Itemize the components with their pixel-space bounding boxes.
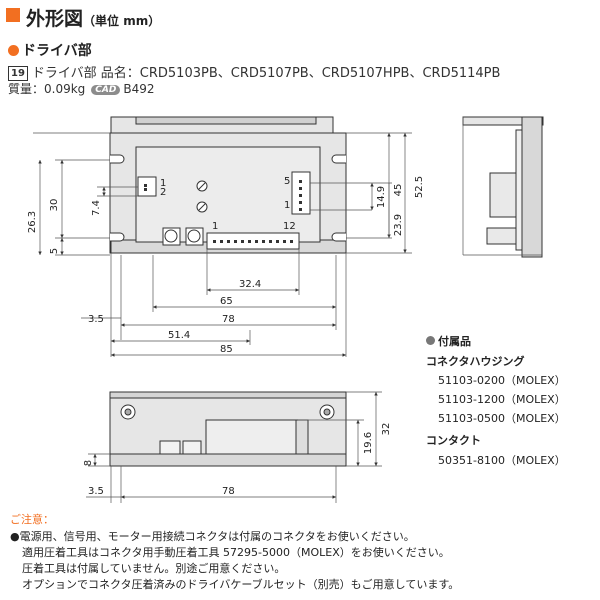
- dim-51-4: 51.4: [168, 330, 190, 341]
- side-view: [462, 116, 544, 258]
- contact-part-1: 50351-8100（MOLEX）: [438, 454, 566, 467]
- note-line-4: オプションでコネクタ圧着済みのドライバケーブルセット（別売）もご用意しています。: [22, 578, 460, 591]
- dim-3-5: 3.5: [88, 314, 104, 325]
- connector-5pin: [291, 171, 311, 215]
- housing-part-3: 51103-0500（MOLEX）: [438, 412, 566, 425]
- pin-label-12: 12: [283, 221, 296, 232]
- dim-5: 5: [49, 248, 60, 254]
- front-view: [109, 391, 347, 467]
- pin-label-1: 1: [160, 178, 166, 189]
- pin-label-2: 2: [160, 187, 166, 198]
- note-line-2: 適用圧着工具はコネクタ用手動圧着工具 57295-5000（MOLEX）をお使い…: [22, 546, 450, 559]
- dimension-labels: 1 2 5 1 1 12 30 7.4 26.3 5 14.9 45 52.5 …: [27, 176, 425, 497]
- dim-85: 85: [220, 344, 233, 355]
- mounting-slots: [110, 154, 346, 242]
- notes-heading: ご注意：: [10, 513, 54, 526]
- dim-3-5b: 3.5: [88, 486, 104, 497]
- note-line-3: 圧着工具は付属していません。別途ご用意ください。: [22, 562, 286, 575]
- dim-52-5: 52.5: [414, 176, 425, 198]
- housing-part-2: 51103-1200（MOLEX）: [438, 393, 566, 406]
- top-dimension-lines: [33, 132, 412, 357]
- dim-32: 32: [381, 423, 392, 436]
- dim-23-9: 23.9: [393, 214, 404, 236]
- pin-label-1b: 1: [284, 200, 290, 211]
- dim-78b: 78: [222, 486, 235, 497]
- pin-label-5: 5: [284, 176, 290, 187]
- cad-code[interactable]: B492: [123, 82, 155, 96]
- dim-26-3: 26.3: [27, 211, 38, 233]
- top-view: [109, 116, 347, 254]
- page-title: 外形図（単位 mm）: [26, 8, 161, 30]
- pin-label-1c: 1: [212, 221, 218, 232]
- gray-bullet-icon: [426, 336, 435, 345]
- cad-badge[interactable]: CAD: [91, 85, 121, 95]
- top-heatsink-fin: [135, 116, 317, 125]
- housing-title: コネクタハウジング: [426, 355, 525, 368]
- dim-14-9: 14.9: [376, 186, 387, 208]
- dim-32-4: 32.4: [239, 279, 261, 290]
- dim-45: 45: [393, 184, 404, 197]
- connector-12pin: [206, 232, 300, 250]
- title-unit: （単位 mm）: [83, 14, 161, 28]
- section-title: ドライバ部: [8, 40, 92, 60]
- dim-78: 78: [222, 314, 235, 325]
- dim-7-4: 7.4: [91, 200, 102, 216]
- dim-19-6: 19.6: [363, 432, 374, 454]
- dim-8: 8: [83, 460, 94, 466]
- product-number-badge: 19: [8, 66, 28, 81]
- note-line-1: ●電源用、信号用、モーター用接続コネクタは付属のコネクタをお使いください。: [10, 530, 415, 543]
- title-marker: [6, 8, 20, 22]
- housing-part-1: 51103-0200（MOLEX）: [438, 374, 566, 387]
- front-dimension-lines: [86, 391, 382, 503]
- accessories-heading: 付属品: [426, 333, 471, 349]
- contact-title: コンタクト: [426, 434, 481, 447]
- dim-30: 30: [49, 199, 60, 212]
- orange-bullet-icon: [8, 45, 19, 56]
- connector-pins: [144, 180, 302, 243]
- dim-65: 65: [220, 296, 233, 307]
